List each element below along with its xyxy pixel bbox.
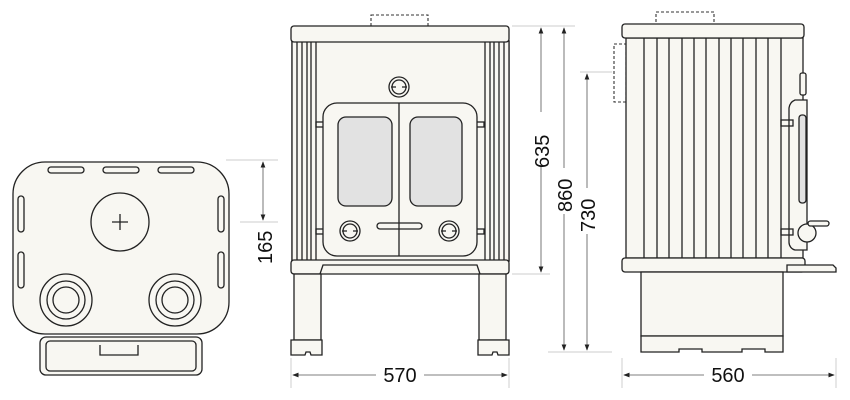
vent-slots [17,166,225,289]
leg-right [477,273,510,356]
dimension-570-label: 570 [383,365,416,387]
front-top-plate [290,25,510,43]
top-plate [12,161,230,335]
center-cross-icon [112,214,128,230]
air-knob-left [339,220,361,242]
leg-left [290,273,323,356]
base-plate [290,259,510,275]
door-handle [376,222,423,230]
dimension-165-label: 165 [255,231,277,264]
hearth-shelf [786,264,837,273]
side-air-knob [797,223,817,243]
hotplate-left [39,273,93,327]
glass-window-left [337,116,393,207]
dimension-560-label: 560 [711,365,744,387]
glass-window-right [409,116,463,207]
top-air-control-knob [388,76,410,98]
side-view: 560 [613,11,837,388]
side-body [625,37,804,259]
fluted-column-left [291,40,317,262]
side-base-plate [621,257,806,273]
dimension-635-label: 635 [532,135,554,168]
flue-collar-dashed [370,14,429,27]
dimension-860-label: 860 [555,179,577,212]
air-knob-right [438,220,460,242]
front-view: 635 860 730 570 [290,14,612,388]
flue-outlet-circle [90,192,150,252]
rear-flue-dashed [613,43,627,103]
side-top-plate [621,23,805,39]
ash-pan [39,336,203,376]
dimension-730-label: 730 [578,199,600,232]
top-flue-dashed [655,11,715,25]
top-view: 165 [12,159,278,376]
fluted-column-right [484,40,510,262]
hotplate-right [148,273,202,327]
